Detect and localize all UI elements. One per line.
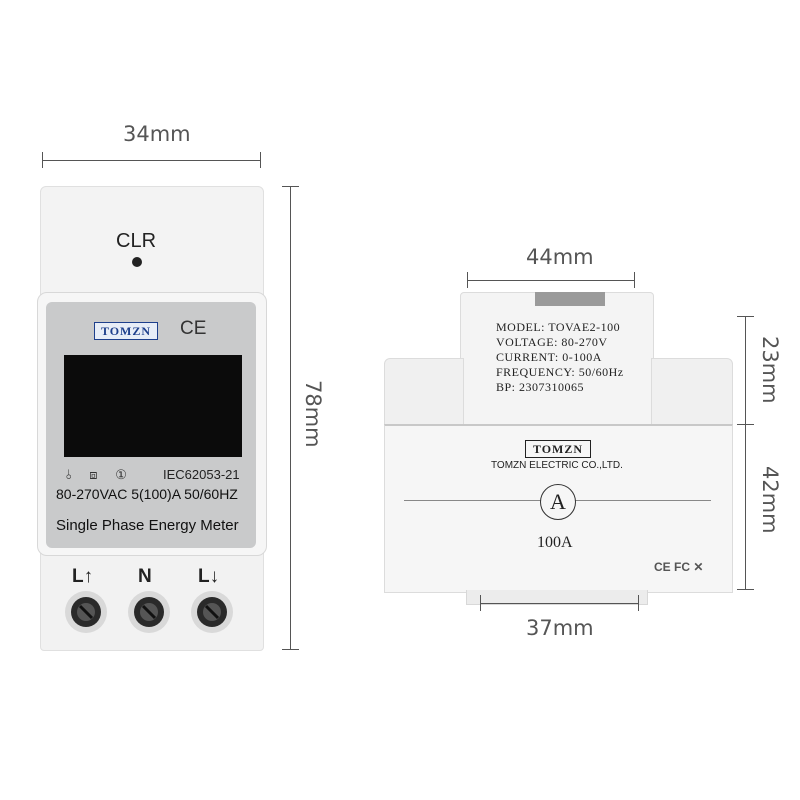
front-brand-text: TOMZN [100,324,152,338]
side-base-line [480,603,639,604]
nameplate-frequency: FREQUENCY: 50/60Hz [496,365,624,379]
double-insulation-icon: ⧈ [89,467,98,482]
side-height-tick-mid [737,424,754,425]
cert-marks: CE FC ✕ [654,560,704,574]
front-width-line [42,160,261,161]
side-right-shoulder [651,358,733,426]
side-width-line [467,280,635,281]
terminal-screw-l-in [65,591,107,633]
side-width-tick-right [634,272,635,288]
side-rail-foot [466,590,648,605]
front-brand-logo: TOMZN [94,322,158,340]
terminal-label-n: N [138,566,152,587]
front-width-tick-left [42,152,43,168]
side-base-tick-left [480,595,481,611]
terminal-label-l-out: L↓ [198,566,220,587]
front-width-tick-right [260,152,261,168]
ammeter-symbol: A [540,484,576,520]
terminal-screw-l-out [191,591,233,633]
side-base-tick-right [638,595,639,611]
class-one-icon: ① [115,467,127,482]
nameplate-voltage: VOLTAGE: 80-270V [496,335,608,349]
front-height-line [290,186,291,650]
nameplate-current: CURRENT: 0-100A [496,350,602,364]
side-brand-text: TOMZN [532,442,584,456]
standard-text: IEC62053-21 [163,467,240,482]
ammeter-letter: A [550,489,566,514]
nameplate-model: MODEL: TOVAE2-100 [496,320,621,334]
side-top-window [535,292,605,306]
side-height-line [745,316,746,590]
ground-icon: ⫰ [66,467,72,482]
product-name: Single Phase Energy Meter [56,517,239,534]
side-bottom-height-label: 42mm [758,466,782,534]
company-name: TOMZN ELECTRIC CO.,LTD. [491,460,623,471]
front-width-label: 34mm [123,122,191,146]
side-left-shoulder [384,358,464,426]
front-height-tick-top [282,186,299,187]
clr-label: CLR [116,230,157,252]
nameplate-bp: BP: 2307310065 [496,380,585,394]
side-top-height-label: 23mm [758,336,782,404]
terminal-screw-n [128,591,170,633]
side-top-module [460,292,654,426]
front-height-tick-bottom [282,649,299,650]
side-height-tick-bottom [737,589,754,590]
side-width-label: 44mm [526,245,594,269]
terminal-label-l-in: L↑ [72,566,94,587]
front-housing-top [40,186,264,308]
nameplate: MODEL: TOVAE2-100 VOLTAGE: 80-270V CURRE… [496,320,624,395]
side-height-tick-top [737,316,754,317]
clr-button[interactable] [132,257,142,267]
current-rating: 100A [537,534,573,551]
lcd-display [64,355,242,457]
side-width-tick-left [467,272,468,288]
ratings-text: 80-270VAC 5(100)A 50/60HZ [56,486,238,502]
class-symbols: ⫰ ⧈ ① [66,467,127,483]
ce-mark: CE [180,318,207,339]
side-brand-logo: TOMZN [525,440,591,458]
side-base-label: 37mm [526,616,594,640]
